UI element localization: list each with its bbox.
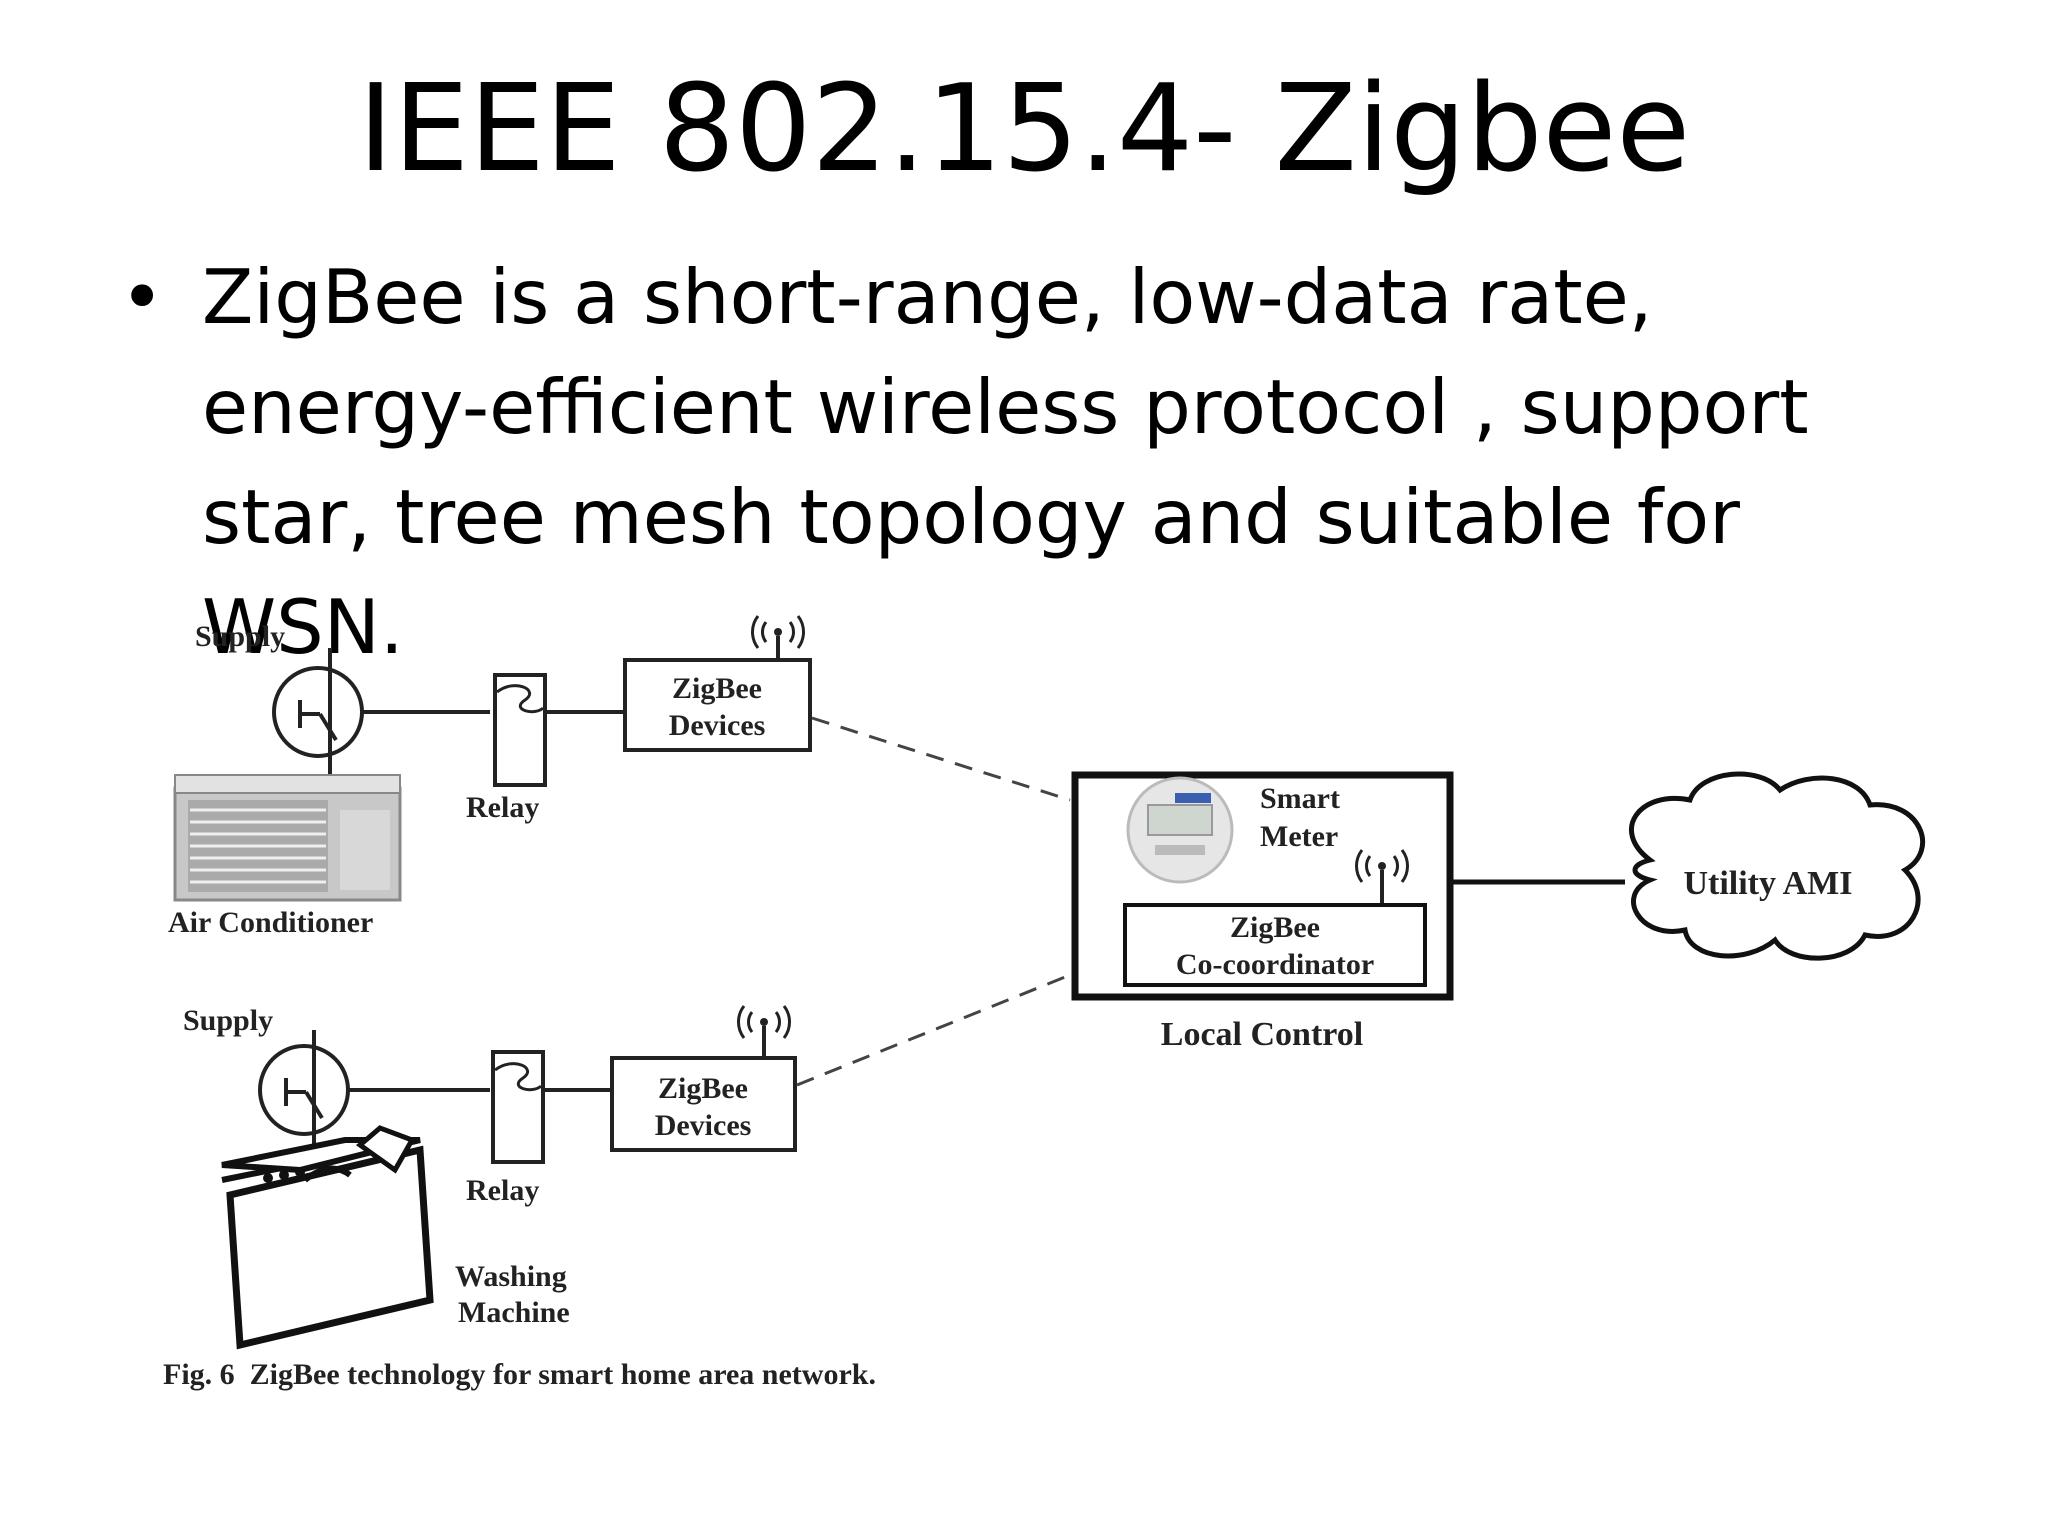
- bottom-zigbee-devices-box: [610, 1056, 797, 1152]
- air-conditioner-icon: [173, 774, 402, 902]
- top-switch-icon: [272, 666, 364, 758]
- smart-meter-icon: [1126, 776, 1234, 884]
- air-conditioner-label: Air Conditioner: [168, 906, 373, 939]
- slide-title: IEEE 802.15.4- Zigbee: [357, 60, 1691, 199]
- local-control-label: Local Control: [1161, 1016, 1363, 1053]
- utility-ami-cloud-icon: [1629, 771, 1925, 961]
- top-relay-label: Relay: [466, 791, 539, 824]
- top-relay-icon: [493, 673, 547, 787]
- bottom-device-label-1: ZigBee: [658, 1072, 748, 1105]
- bullet-dot-icon: •: [120, 253, 165, 341]
- washing-machine-label-1: Washing: [455, 1260, 567, 1293]
- coordinator-label-1: ZigBee: [1230, 911, 1320, 944]
- smart-meter-label-2: Meter: [1260, 820, 1338, 853]
- bottom-antenna-icon: [737, 1005, 791, 1058]
- top-antenna-icon: [751, 615, 805, 660]
- bottom-supply-label: Supply: [183, 1004, 273, 1037]
- coordinator-antenna-icon: [1355, 849, 1409, 905]
- smart-meter-label-1: Smart: [1260, 782, 1340, 815]
- top-device-label-2: Devices: [669, 709, 766, 742]
- utility-ami-label: Utility AMI: [1683, 865, 1852, 902]
- top-device-label-1: ZigBee: [672, 672, 762, 705]
- bottom-switch-icon: [258, 1044, 350, 1136]
- washing-machine-icon: [221, 1125, 434, 1350]
- coordinator-label-2: Co-coordinator: [1176, 948, 1374, 981]
- washing-machine-label-2: Machine: [458, 1296, 570, 1329]
- figure-caption: Fig. 6 ZigBee technology for smart home …: [163, 1358, 876, 1391]
- bottom-relay-icon: [491, 1050, 545, 1164]
- bottom-device-label-2: Devices: [655, 1109, 752, 1142]
- bottom-relay-label: Relay: [466, 1174, 539, 1207]
- top-supply-label: Supply: [195, 620, 285, 653]
- top-zigbee-devices-box: [623, 658, 812, 752]
- zigbee-coordinator-box: [1123, 903, 1427, 987]
- bullet-text: ZigBee is a short-range, low-data rate, …: [202, 253, 1809, 671]
